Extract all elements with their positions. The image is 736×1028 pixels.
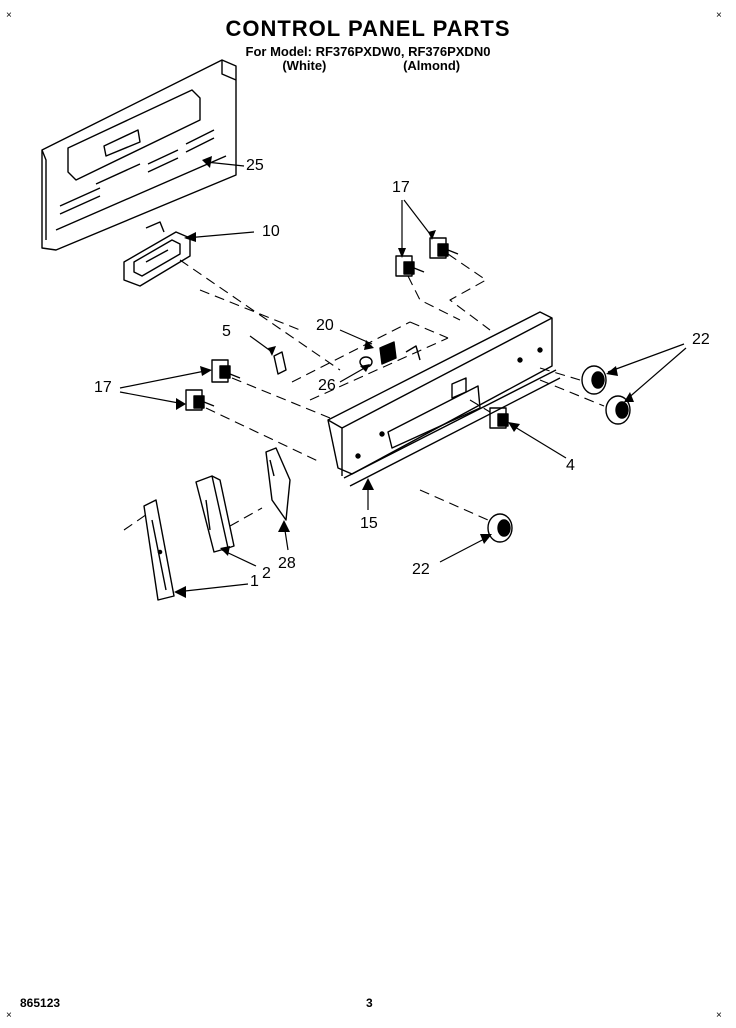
part-1-endcap [143, 499, 175, 601]
page-title: CONTROL PANEL PARTS [225, 16, 511, 41]
callout-17-left: 17 [94, 379, 112, 396]
corner-mark-bl: × [6, 1010, 12, 1021]
part-20-26-parts [359, 341, 421, 368]
part-28-bracket [265, 447, 291, 521]
callout-22-bottom: 22 [412, 561, 430, 578]
callout-26: 26 [318, 377, 336, 394]
part-4-switch [489, 407, 509, 429]
callout-20: 20 [316, 317, 334, 334]
callout-15: 15 [360, 515, 378, 532]
corner-mark-tr: × [716, 10, 722, 21]
model-line: For Model: RF376PXDW0, RF376PXDN0 [245, 44, 491, 59]
color-white: (White) [282, 58, 327, 73]
part-10-switch [123, 221, 191, 287]
callout-10: 10 [262, 223, 280, 240]
part-5-clip [273, 351, 287, 375]
callout-17-upper: 17 [392, 179, 410, 196]
color-almond: (Almond) [403, 58, 461, 73]
corner-mark-tl: × [6, 10, 12, 21]
callout-5: 5 [222, 323, 231, 340]
part-17-upper-switches [395, 237, 459, 277]
callout-1: 1 [250, 573, 259, 590]
doc-number: 865123 [20, 996, 61, 1010]
part-25-rear-panel [41, 59, 237, 251]
callout-22-right: 22 [692, 331, 710, 348]
part-17-left-switches [185, 359, 241, 411]
part-2-endcap [195, 475, 235, 553]
callout-25: 25 [246, 157, 264, 174]
color-variants: (White) (Almond) [0, 58, 736, 73]
callout-2: 2 [262, 565, 271, 582]
page-number: 3 [366, 996, 373, 1010]
part-15-console [327, 311, 561, 487]
callout-28: 28 [278, 555, 296, 572]
callout-4: 4 [566, 457, 575, 474]
corner-mark-br: × [716, 1010, 722, 1021]
part-22-knobs [487, 365, 631, 543]
